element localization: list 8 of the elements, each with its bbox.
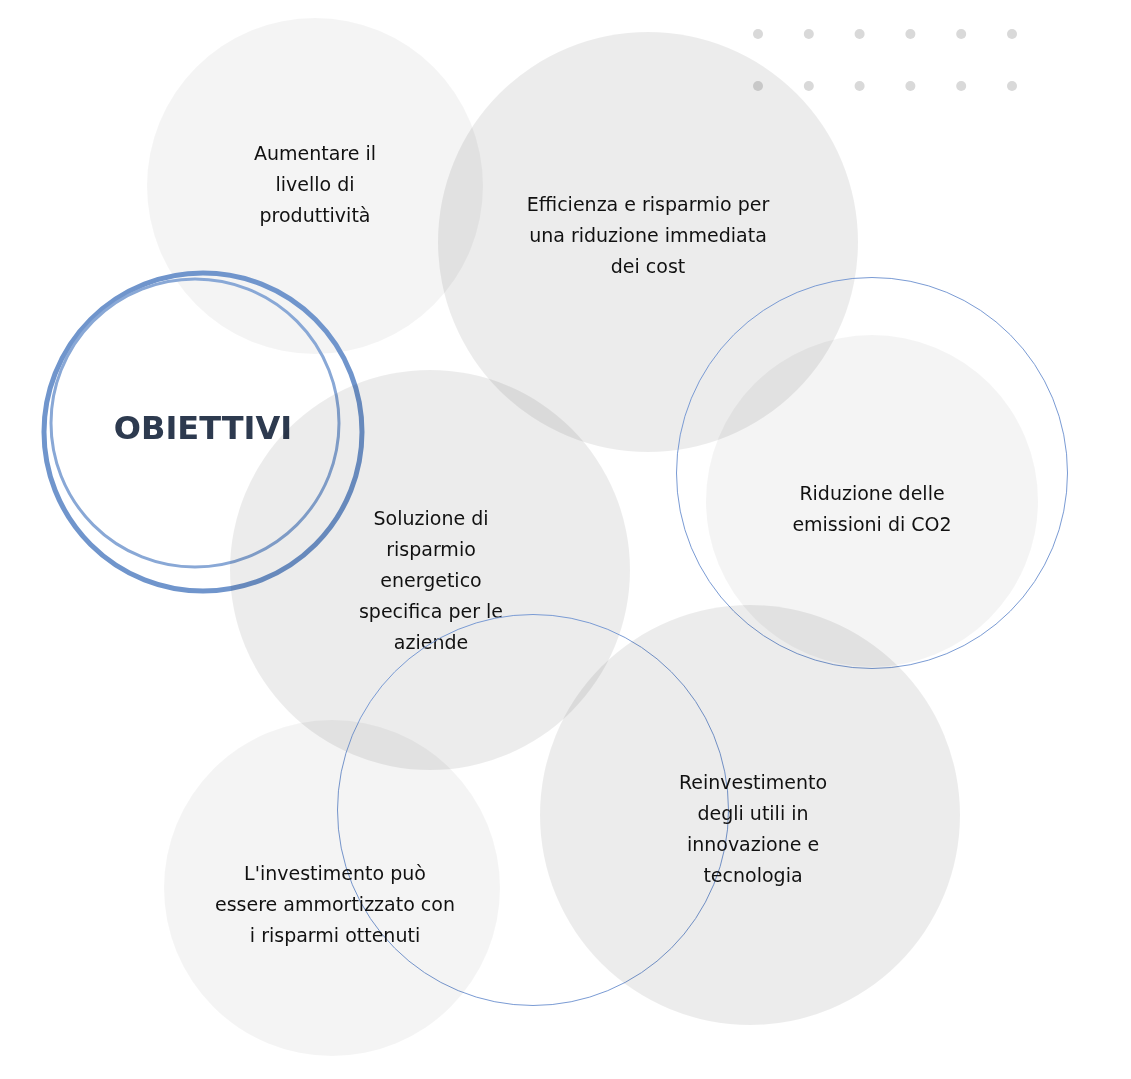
double-ring-circle <box>41 270 365 594</box>
circle-label: Efficienza e risparmio per una riduzione immediata dei cost <box>525 191 771 279</box>
circle-label: Riduzione delle emissioni di CO2 <box>791 481 953 537</box>
circle-label: Aumentare il livello di produttività <box>252 140 378 228</box>
circle-label: Soluzione di risparmio energetico specifica per le aziende <box>357 505 504 655</box>
circle-label: L'investimento può essere ammortizzato con i risparmi ottenuti <box>215 860 455 948</box>
circle-label: Reinvestimento degli utili in innovazione e tecnologia <box>677 770 829 888</box>
heading: OBIETTIVI <box>112 408 294 448</box>
